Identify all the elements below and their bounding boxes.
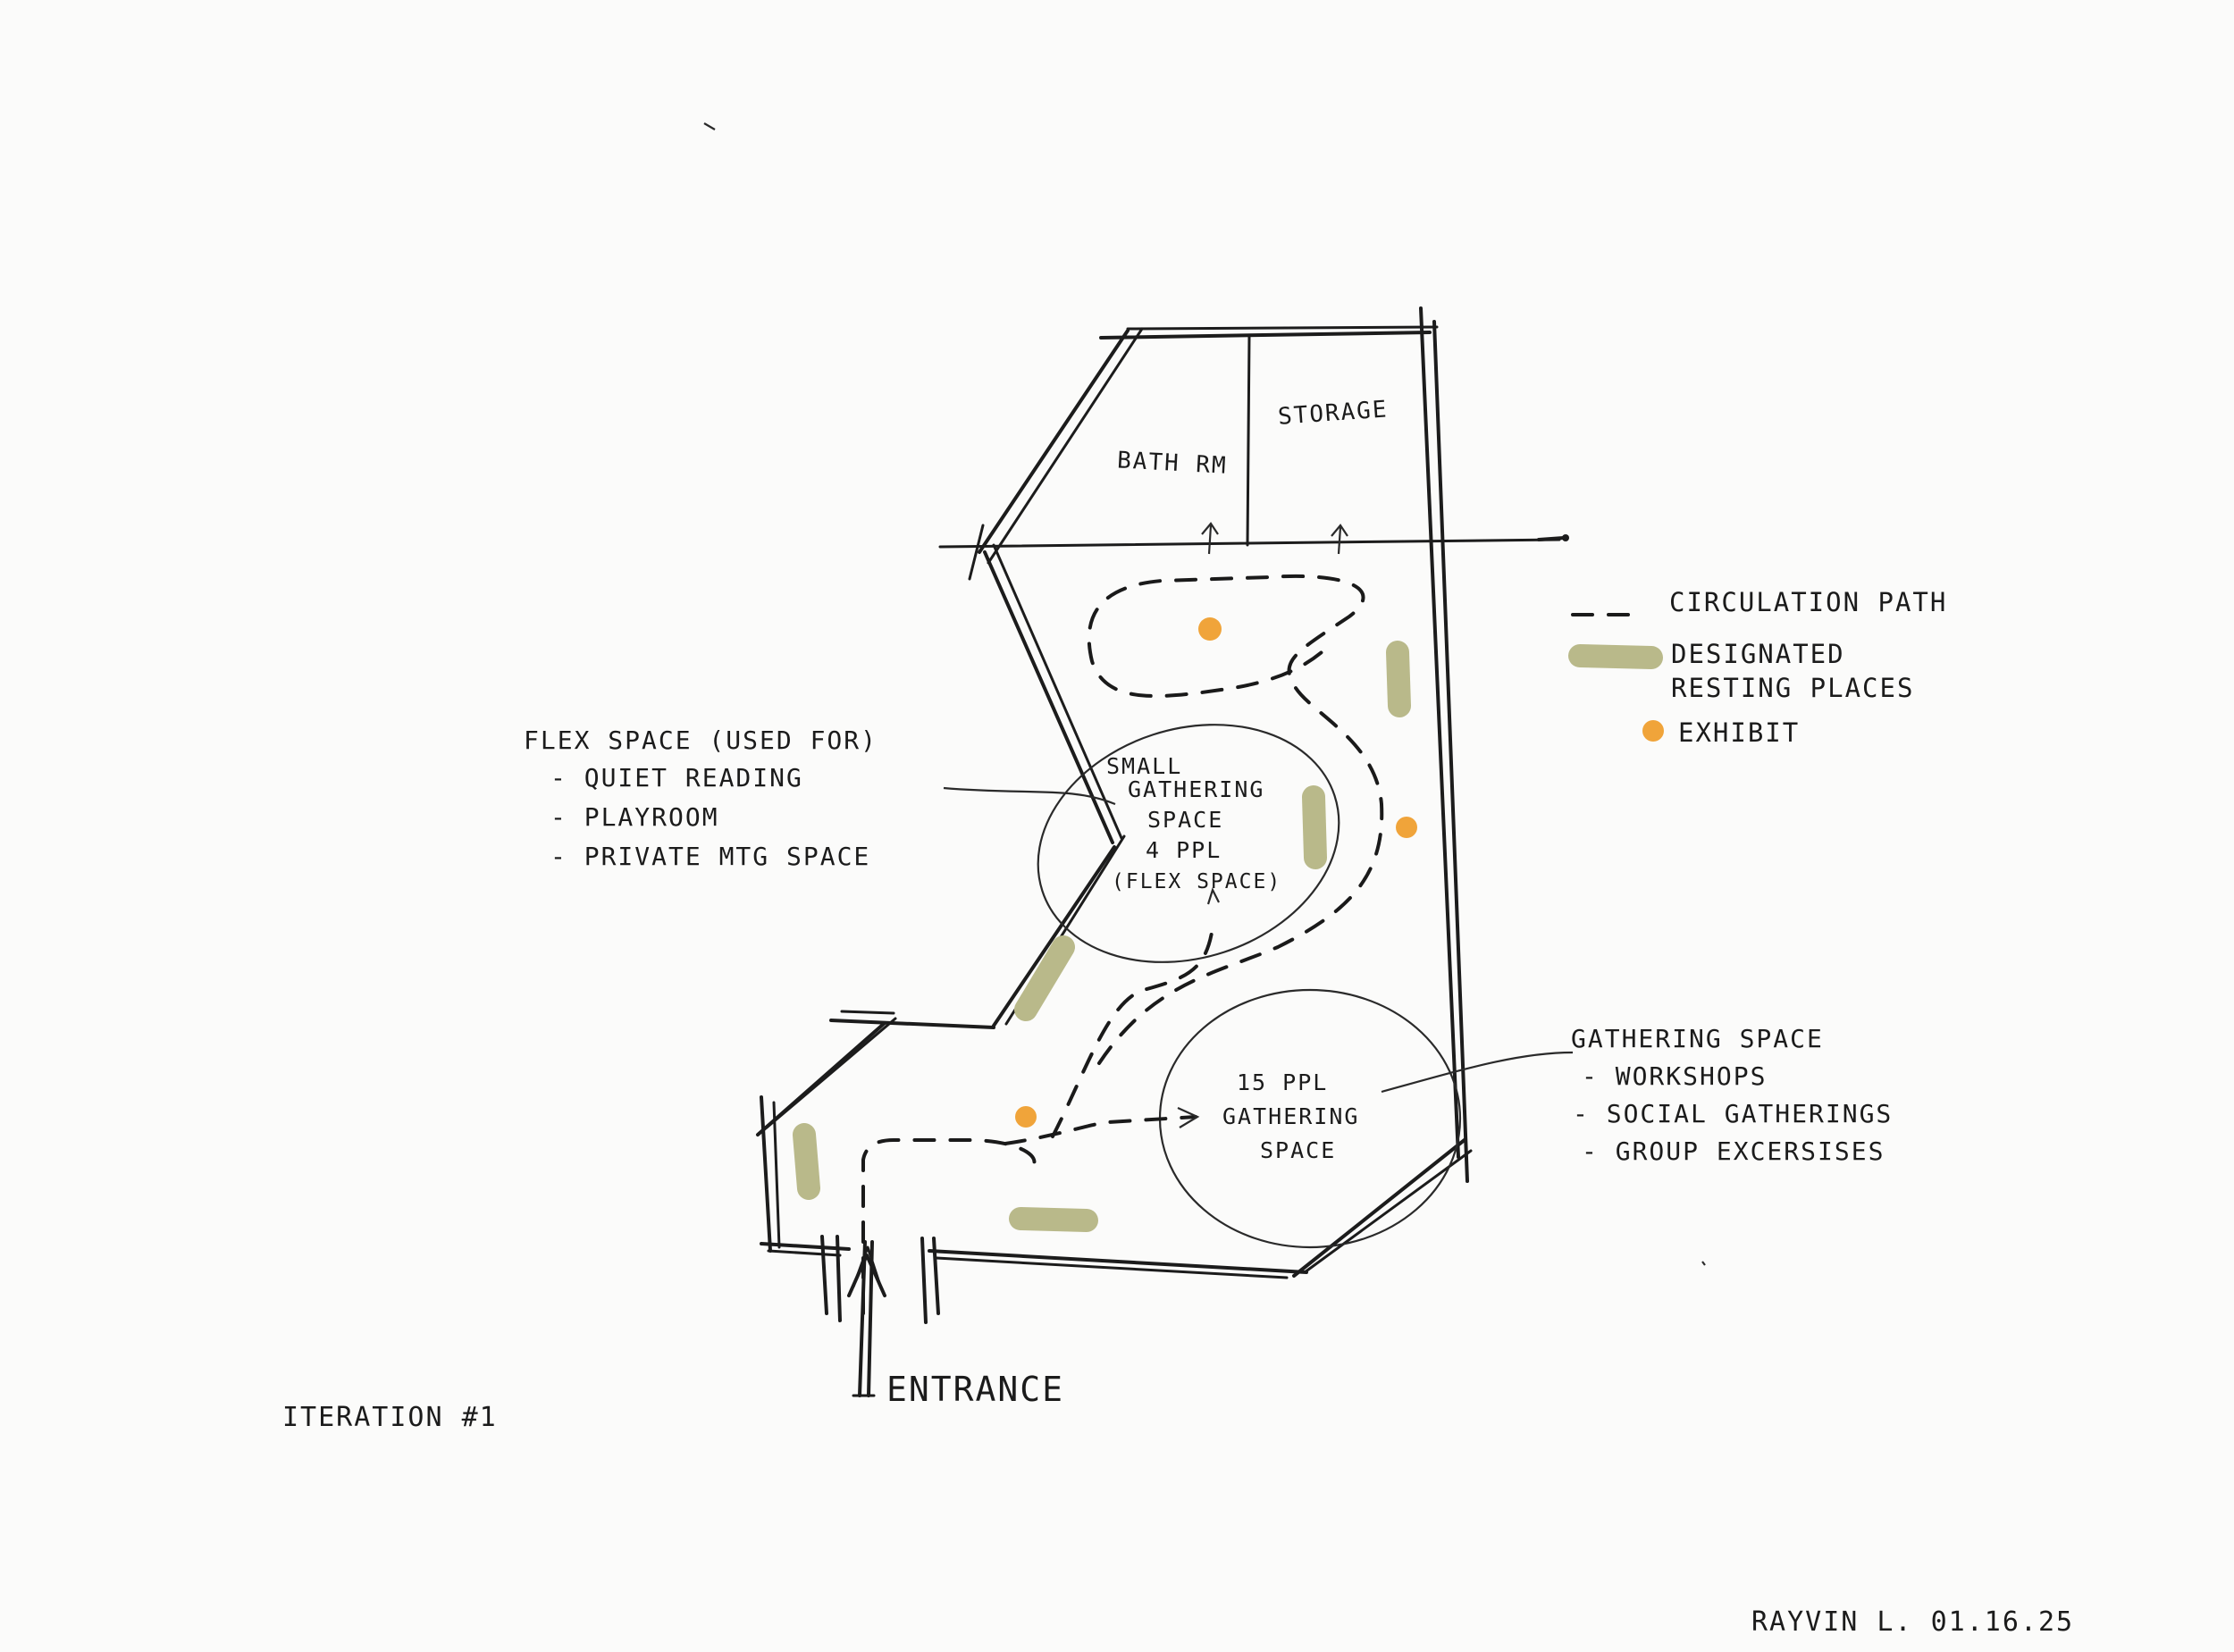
gathering-note-leader — [1381, 1051, 1574, 1094]
flex-note-item: - PLAYROOM — [550, 802, 719, 832]
legend: CIRCULATION PATH DESIGNATED RESTING PLAC… — [1568, 587, 1947, 748]
storage-label: STORAGE — [1277, 396, 1389, 431]
gathering-note-item: - GROUP EXCERSISES — [1582, 1136, 1885, 1166]
resting-places — [793, 641, 1411, 1232]
flex-note-item: - PRIVATE MTG SPACE — [550, 842, 870, 871]
exhibits — [1015, 617, 1417, 1128]
small-gathering-circle — [1037, 724, 1340, 963]
svg-text:GATHERING: GATHERING — [1128, 776, 1264, 802]
stray-mark — [703, 122, 716, 130]
flex-entry-arrow — [1206, 887, 1220, 905]
floor-plan-outline — [756, 306, 1569, 1324]
legend-resting-swatch — [1568, 644, 1663, 669]
entrance-label: ENTRANCE — [886, 1370, 1064, 1409]
gathering-space-note: GATHERING SPACE - WORKSHOPS - SOCIAL GAT… — [1571, 1024, 1893, 1166]
gathering-note-item: - WORKSHOPS — [1582, 1061, 1767, 1091]
svg-text:(FLEX SPACE): (FLEX SPACE) — [1112, 870, 1281, 893]
door-arrow-storage — [1331, 524, 1348, 555]
flex-note-leader — [943, 786, 1116, 806]
svg-text:4 PPL: 4 PPL — [1146, 837, 1222, 863]
legend-circulation-label: CIRCULATION PATH — [1669, 587, 1947, 617]
flex-note-item: - QUIET READING — [550, 763, 803, 792]
svg-text:SMALL: SMALL — [1106, 753, 1182, 779]
flex-note-title: FLEX SPACE (USED FOR) — [524, 725, 878, 755]
iteration-label: ITERATION #1 — [282, 1402, 498, 1433]
legend-exhibit-swatch — [1642, 720, 1664, 742]
svg-text:15 PPL: 15 PPL — [1237, 1069, 1328, 1095]
circulation-path — [861, 574, 1384, 1315]
door-arrow-bathroom — [1201, 522, 1219, 555]
svg-text:GATHERING: GATHERING — [1222, 1103, 1359, 1129]
svg-text:SPACE: SPACE — [1147, 807, 1223, 833]
svg-text:SPACE: SPACE — [1260, 1137, 1336, 1163]
legend-resting-label-1: DESIGNATED — [1671, 639, 1845, 669]
entrance-arrow — [847, 1240, 886, 1397]
signature: RAYVIN L. 01.16.25 — [1751, 1606, 2074, 1638]
stray-mark — [1701, 1261, 1706, 1266]
legend-resting-label-2: RESTING PLACES — [1671, 673, 1914, 703]
large-gathering-label: 15 PPL GATHERING SPACE — [1222, 1069, 1359, 1163]
circulation-arrow — [1177, 1106, 1200, 1128]
bathroom-label: BATH RM — [1116, 447, 1228, 479]
flex-space-note: FLEX SPACE (USED FOR) - QUIET READING - … — [524, 725, 878, 871]
gathering-note-item: - SOCIAL GATHERINGS — [1573, 1099, 1893, 1128]
small-gathering-label: SMALL GATHERING SPACE 4 PPL (FLEX SPACE) — [1106, 753, 1281, 893]
legend-exhibit-label: EXHIBIT — [1678, 717, 1800, 748]
gathering-note-title: GATHERING SPACE — [1571, 1024, 1824, 1053]
